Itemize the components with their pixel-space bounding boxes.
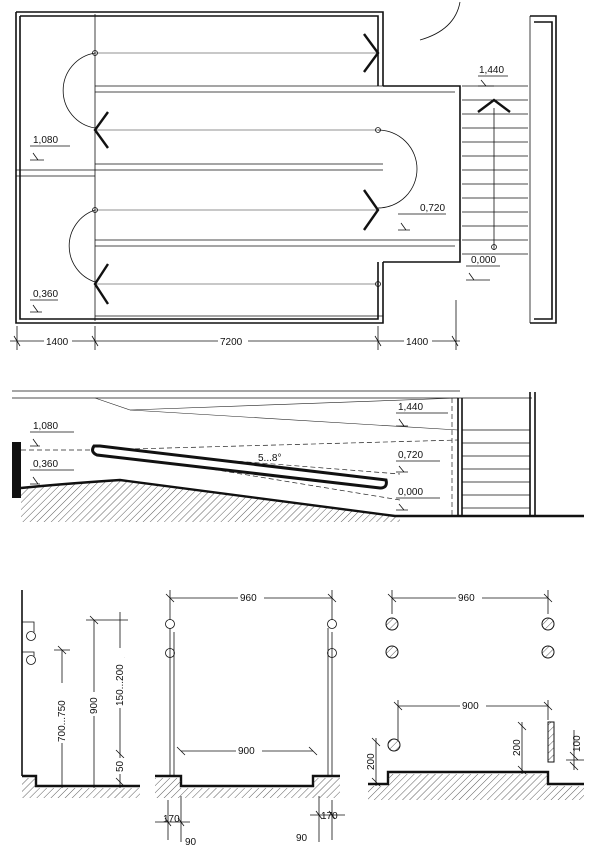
side-dim-700-750: 700...750 [57, 700, 68, 742]
front-dim-960: 960 [240, 593, 257, 604]
plan-level-0360: 0,360 [33, 289, 58, 300]
plan-ramp-runs [62, 33, 418, 305]
side-dim-50: 50 [115, 760, 126, 772]
plan-level-markers: 1,440 1,080 0,720 0,000 0,360 [30, 65, 508, 313]
plan-level-0000: 0,000 [471, 255, 496, 266]
section-slope-label: 5...8° [258, 453, 281, 464]
handrail-side-detail: 700...750 900 150...200 50 [21, 590, 140, 798]
section-level-0000: 0,000 [398, 487, 423, 498]
bollard-detail: 960 900 200 200 100 [366, 590, 584, 800]
side-dim-150-200: 150...200 [115, 664, 126, 706]
section-level-0360: 0,360 [33, 459, 58, 470]
plan-dim-left: 1400 [46, 337, 69, 348]
section-level-1080: 1,080 [33, 421, 58, 432]
plan-stairs [462, 85, 528, 255]
ramp-section-view: 1,080 0,360 1,440 0,720 0,000 5...8° [12, 390, 584, 522]
section-level-0720: 0,720 [398, 450, 423, 461]
front-dim-170-left: 170 [163, 814, 180, 825]
bollard-dim-200-left: 200 [366, 753, 377, 770]
bollard-dim-100: 100 [572, 735, 583, 752]
bollard-dim-900: 900 [462, 701, 479, 712]
front-dim-900: 900 [238, 746, 255, 757]
plan-level-1440: 1,440 [479, 65, 504, 76]
handrail-front-detail: 960 900 170 90 170 90 [155, 590, 345, 848]
plan-dim-right: 1400 [406, 337, 429, 348]
bollard-dim-200-right: 200 [512, 739, 523, 756]
side-dim-900: 900 [89, 697, 100, 714]
plan-dim-middle: 7200 [220, 337, 243, 348]
section-level-1440: 1,440 [398, 402, 423, 413]
plan-dimension-line: 1400 7200 1400 [10, 300, 460, 350]
front-dim-170-right: 170 [321, 811, 338, 822]
plan-walls [15, 1, 557, 324]
ramp-plan-view: 1,440 1,080 0,720 0,000 0,360 1400 7200 … [10, 1, 557, 350]
front-dim-90-right: 90 [296, 833, 308, 844]
plan-level-0720: 0,720 [420, 203, 445, 214]
bollard-dim-960: 960 [458, 593, 475, 604]
front-dim-90-left: 90 [185, 837, 197, 848]
plan-level-1080: 1,080 [33, 135, 58, 146]
